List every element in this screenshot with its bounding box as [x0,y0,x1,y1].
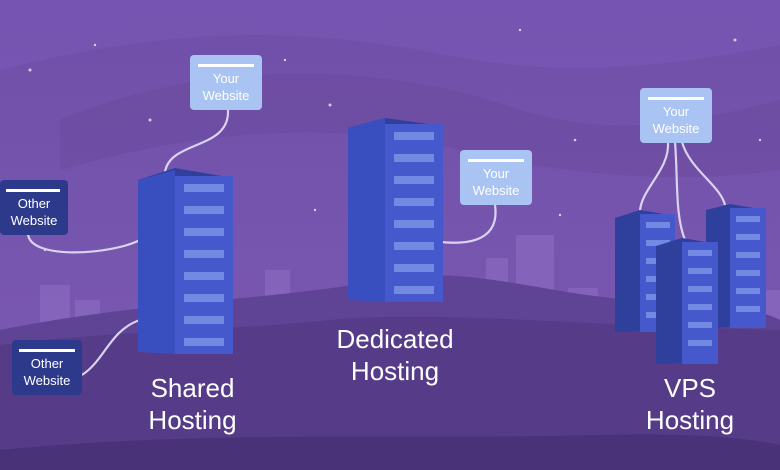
line-your-website-shared [163,109,230,173]
line-other-website-1 [26,233,141,254]
server-shared [138,168,233,354]
label-your-website-vps-line2: Website [653,121,700,136]
title-vps-line2: Hosting [645,405,735,435]
title-shared-hosting: Shared Hosting [120,372,265,436]
server-dedicated [348,118,443,302]
server-vps-right [706,204,766,328]
title-vps-line1: VPS [663,373,717,403]
title-dedicated-line2: Hosting [350,356,440,386]
title-vps-hosting: VPS Hosting [620,372,760,436]
label-other-website-1-line2: Website [11,213,58,228]
label-your-website-vps: Your Website [640,88,712,143]
line-vps-2 [673,141,687,241]
connector-lines [26,109,727,376]
line-vps-3 [680,141,727,206]
line-your-website-dedicated [439,204,497,244]
label-your-website-shared-line1: Your [213,71,240,86]
line-vps-1 [638,141,670,213]
title-dedicated-line1: Dedicated [336,324,454,354]
label-your-website-dedicated: Your Website [460,150,532,205]
sky-swoosh [0,0,780,70]
label-other-website-2-line1: Other [31,356,64,371]
line-other-website-2 [81,318,141,376]
server-vps-center [656,238,718,364]
label-other-website-1: Other Website [0,180,68,235]
label-your-website-dedicated-line1: Your [483,166,510,181]
label-other-website-2-line2: Website [24,373,71,388]
hill-front [0,316,780,470]
label-other-website-1-line1: Other [18,196,51,211]
label-your-website-shared-line2: Website [203,88,250,103]
title-dedicated-hosting: Dedicated Hosting [315,323,475,387]
title-shared-line1: Shared [150,373,235,403]
hill-foreground [0,434,780,470]
label-other-website-2: Other Website [12,340,82,395]
title-shared-line2: Hosting [148,405,237,435]
label-your-website-shared: Your Website [190,55,262,110]
label-your-website-vps-line1: Your [663,104,690,119]
label-your-website-dedicated-line2: Website [473,183,520,198]
